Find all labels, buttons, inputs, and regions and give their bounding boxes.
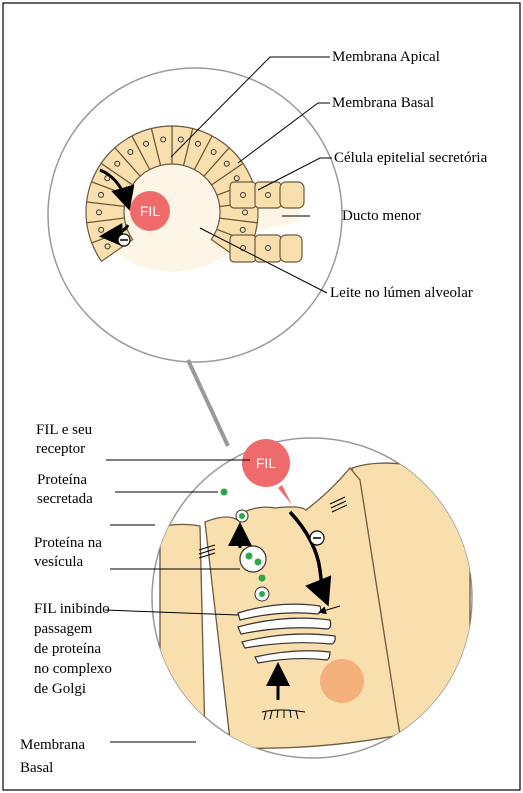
label-fil-receptor-1: FIL e seu [36,422,93,438]
label-fil-inibindo-4: no complexo [34,661,112,677]
alveolus-view: FIL Membrana Apical Membrana Basal Célul… [48,49,488,362]
label-membrana-basal-bottom-2: Basal [20,760,53,776]
label-proteina-vesicula-2: vesícula [34,554,83,570]
secreted-protein-dot [221,489,228,496]
label-membrana-basal-top: Membrana Basal [332,95,434,111]
label-leite-lumen: Leite no lúmen alveolar [330,285,473,301]
label-proteina-secretada-2: secretada [37,491,93,507]
nucleus [320,659,364,703]
label-fil-inibindo-3: de proteína [34,641,101,657]
protein-vesicle [240,546,266,572]
label-membrana-basal-bottom-1: Membrana [20,737,85,753]
magnifier-connector [188,360,228,446]
protein-dot [255,559,262,566]
left-neighbour-cell [160,524,205,747]
label-membrana-apical: Membrana Apical [332,49,440,65]
protein-dot [246,553,253,560]
label-fil-inibindo-1: FIL inibindo [34,601,110,617]
label-proteina-secretada-1: Proteína [37,472,87,488]
label-fil-inibindo-2: passagem [34,621,93,637]
label-fil-inibindo-5: de Golgi [34,681,86,697]
label-proteina-vesicula-1: Proteína na [34,535,102,551]
protein-dot [259,575,266,582]
protein-dot [259,591,265,597]
fil-badge-bottom-text: FIL [256,455,276,471]
label-fil-receptor-2: receptor [36,441,85,457]
fil-badge-top-text: FIL [140,203,160,219]
cell-detail-view: FIL FIL e seu receptor Proteína secretad… [20,422,472,776]
label-celula-epitelial: Célula epitelial secretória [334,150,488,166]
label-ducto-menor: Ducto menor [342,208,421,224]
protein-dot [239,513,245,519]
